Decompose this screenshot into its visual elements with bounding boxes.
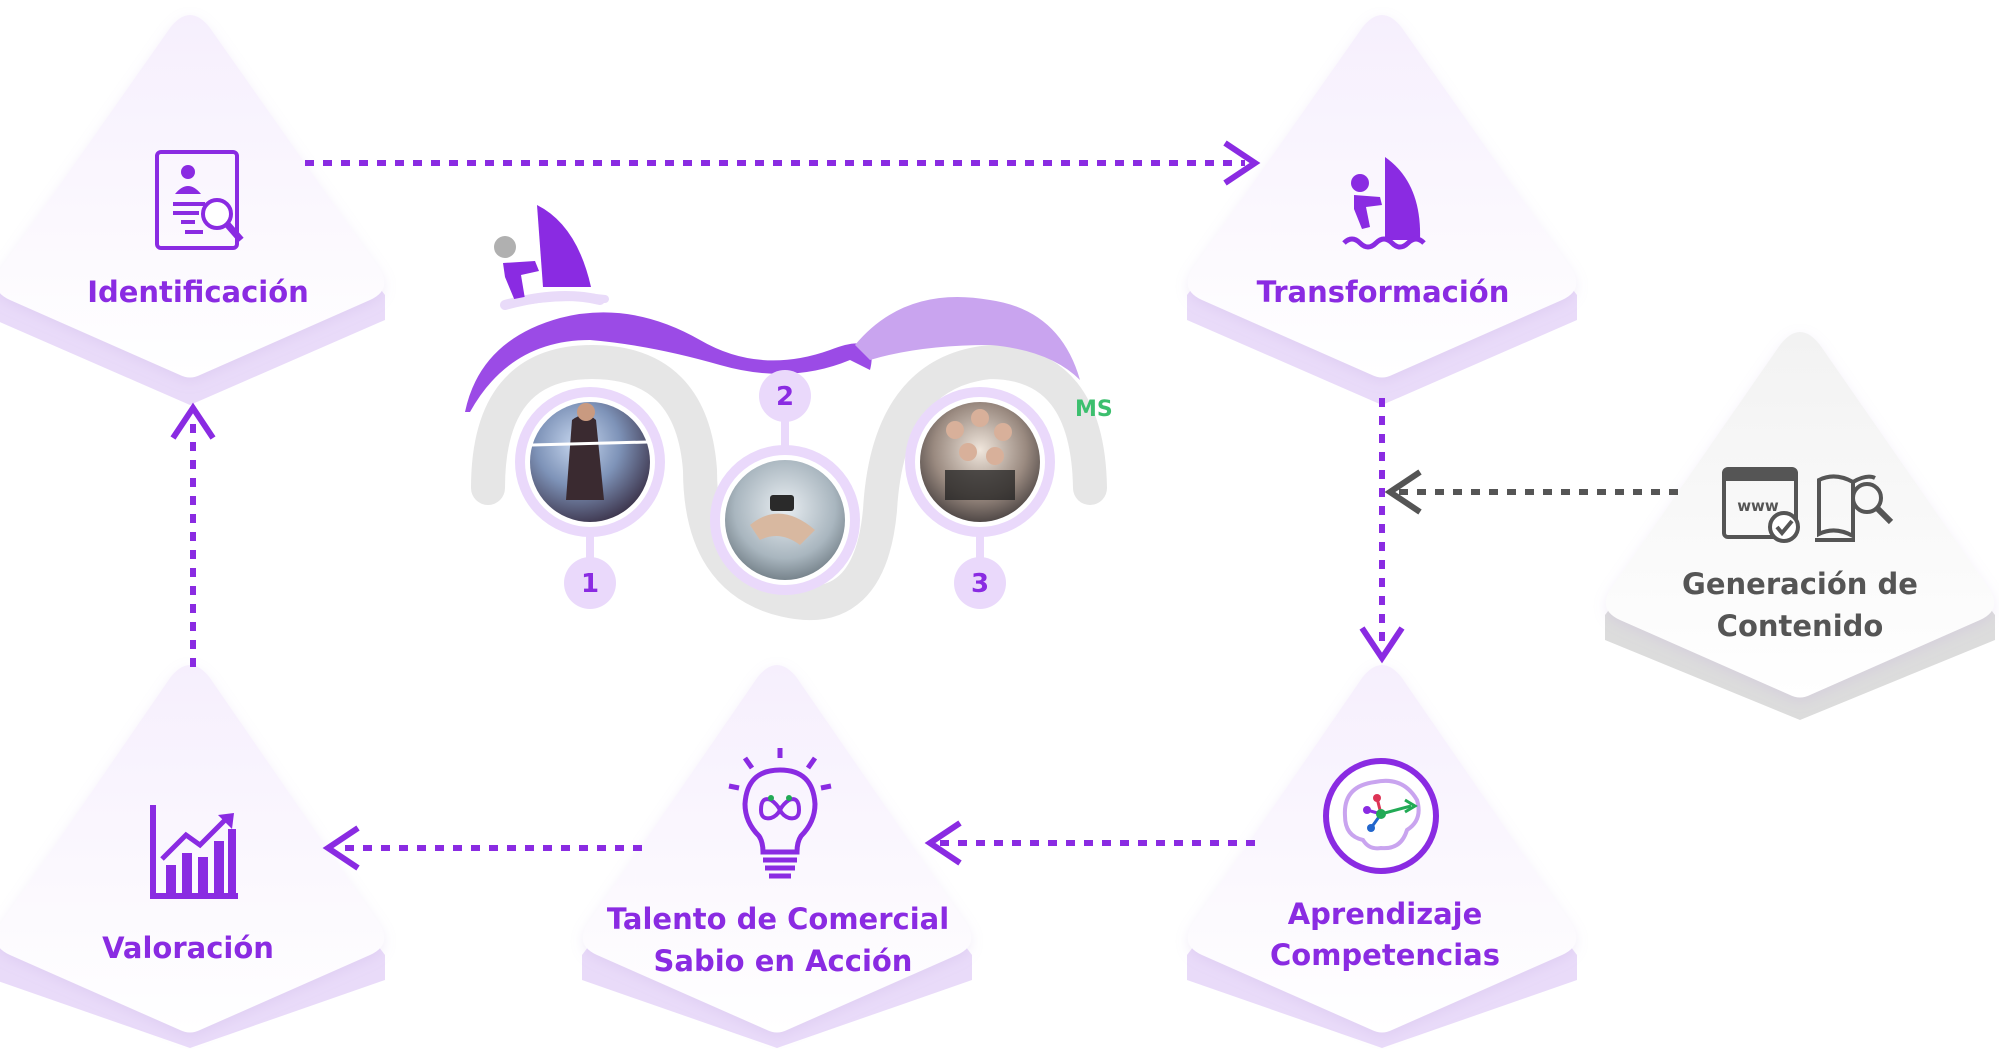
wave-light (855, 297, 1080, 380)
surfer-figure (494, 205, 609, 309)
lightbulb-icon (728, 748, 832, 879)
card-transformacion (1187, 15, 1577, 405)
card-talento (582, 665, 972, 1048)
www-check-icon: www (1722, 467, 1800, 543)
arrow-transformacion-to-aprendizaje (1359, 398, 1405, 664)
label-generacion-line2: Contenido (1717, 609, 1884, 643)
card-generacion (1605, 332, 1995, 720)
step-badge-3: 3 (954, 557, 1006, 609)
photo-circle-3 (905, 387, 1055, 537)
arrow-generacion-to-pipeline (1384, 469, 1678, 515)
arrow-talento-to-valoracion (322, 825, 642, 871)
step-badge-2: 2 (759, 370, 811, 422)
label-aprendizaje-line2: Competencias (1270, 938, 1500, 972)
label-valoracion: Valoración (102, 931, 274, 965)
card-identificacion (0, 15, 385, 405)
label-generacion-line1: Generación de (1682, 567, 1918, 601)
ms-logo: MS (1075, 397, 1113, 422)
resume-search-icon (155, 150, 244, 250)
label-talento-line2: Sabio en Acción (654, 944, 913, 978)
step-badge-1: 1 (564, 557, 616, 609)
label-aprendizaje-line1: Aprendizaje (1288, 897, 1483, 931)
step-number-3: 3 (971, 569, 989, 599)
growth-chart-icon (150, 805, 238, 899)
windsurfer-icon (1342, 157, 1426, 250)
card-valoracion (0, 665, 385, 1048)
step-number-2: 2 (776, 382, 794, 412)
brain-network-icon (1323, 758, 1439, 874)
step-number-1: 1 (581, 569, 599, 599)
svg-text:www: www (1737, 497, 1779, 515)
label-talento-line1: Talento de Comercial (607, 902, 949, 936)
arrow-valoracion-to-identificacion (170, 402, 216, 667)
photo-circle-2 (710, 445, 860, 595)
book-search-icon (1815, 474, 1894, 542)
photo-circle-1 (515, 387, 665, 537)
arrow-identificacion-to-transformacion (305, 140, 1261, 186)
road-path (471, 344, 1107, 621)
label-transformacion: Transformación (1257, 275, 1510, 309)
wave-dark (465, 312, 872, 412)
arrow-aprendizaje-to-talento (924, 820, 1255, 866)
journey-illustration: 1 2 3 MS (465, 205, 1113, 621)
label-identificacion: Identificación (87, 275, 309, 309)
